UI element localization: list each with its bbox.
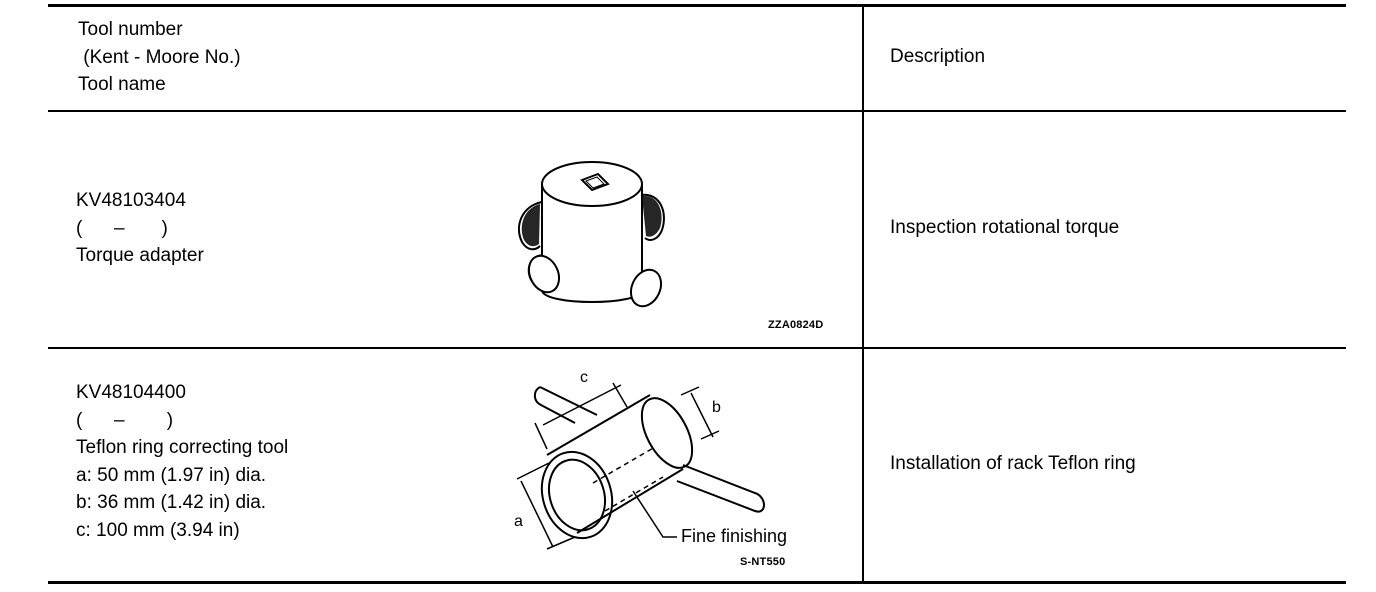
row2-spec-a: a: 50 mm (1.97 in) dia. — [76, 464, 267, 486]
row2-tool-name: Teflon ring correcting tool — [76, 437, 289, 458]
header-bottom-rule — [48, 110, 1346, 112]
label-c: c — [580, 369, 588, 386]
row-divider — [48, 347, 1346, 349]
row1-tool-info: KV48103404 ( – ) Torque adapter — [76, 187, 204, 270]
header-description: Description — [890, 46, 986, 67]
row1-description: Inspection rotational torque — [890, 217, 1120, 238]
header-kent-moore: (Kent - Moore No.) — [78, 46, 241, 68]
row2-spec-b: b: 36 mm (1.42 in) dia. — [76, 492, 267, 513]
row2-figure-code: S-NT550 — [740, 556, 786, 568]
header-tool-number: Tool number — [78, 19, 183, 40]
column-divider — [862, 6, 864, 583]
row2-tool-number: KV48104400 — [76, 382, 186, 403]
teflon-ring-tool-illustration — [516, 382, 765, 550]
fine-finishing-label: Fine finishing — [681, 526, 788, 546]
label-a: a — [514, 513, 523, 530]
header-tool-cell: Tool number (Kent - Moore No.) Tool name — [78, 16, 241, 99]
header-tool-name: Tool name — [78, 74, 166, 95]
row1-figure-code: ZZA0824D — [768, 319, 824, 331]
row2-kent-moore: ( – ) — [76, 409, 174, 431]
row2-tool-info: KV48104400 ( – ) Teflon ring correcting … — [76, 379, 288, 544]
row1-kent-moore: ( – ) — [76, 217, 168, 239]
row2-description: Installation of rack Teflon ring — [890, 453, 1136, 474]
table-top-rule — [48, 4, 1346, 7]
label-b: b — [712, 399, 721, 416]
table-bottom-rule — [48, 581, 1346, 584]
row1-tool-number: KV48103404 — [76, 190, 186, 211]
row1-tool-name: Torque adapter — [76, 245, 204, 266]
torque-adapter-illustration — [517, 161, 665, 308]
row2-spec-c: c: 100 mm (3.94 in) — [76, 519, 240, 541]
